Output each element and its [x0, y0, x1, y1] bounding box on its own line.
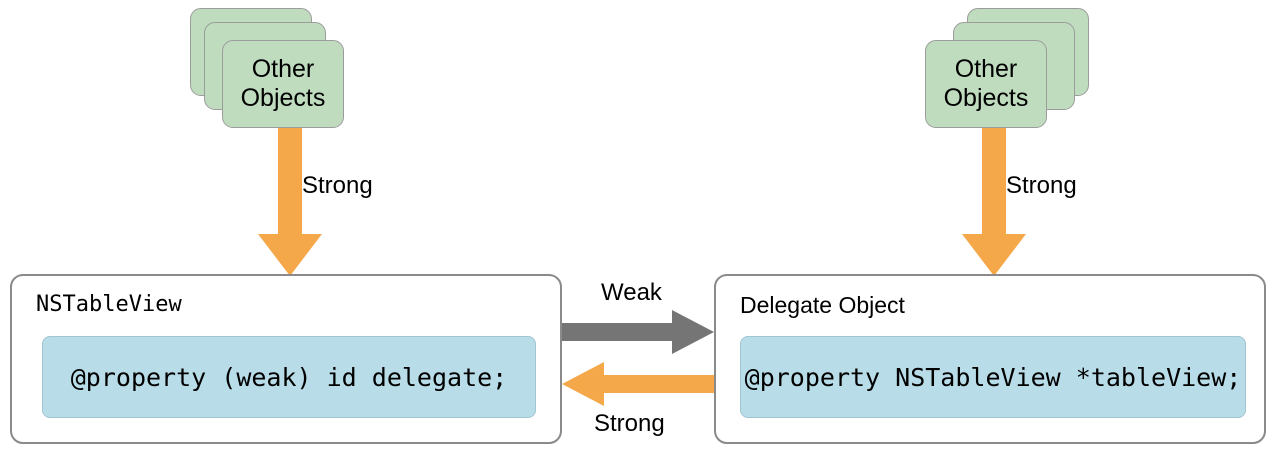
box-nstableview-title: NSTableView	[36, 292, 182, 317]
code-block-nstableview: @property (weak) id delegate;	[42, 336, 536, 418]
code-block-delegate-object: @property NSTableView *tableView;	[740, 336, 1246, 418]
arrow-strong-left	[562, 362, 714, 406]
arrow-label-strong-left: Strong	[594, 410, 665, 437]
box-delegate-object[interactable]: Delegate Object @property NSTableView *t…	[714, 274, 1266, 444]
stack-card-front: Other Objects	[925, 40, 1047, 128]
code-text-nstableview: @property (weak) id delegate;	[70, 362, 508, 392]
stack-card-front: Other Objects	[222, 40, 344, 128]
arrow-label-strong-left-down: Strong	[302, 172, 373, 199]
box-delegate-object-title: Delegate Object	[740, 292, 905, 318]
object-stack-left-label: Other Objects	[240, 55, 326, 112]
arrow-label-strong-right-down: Strong	[1006, 172, 1077, 199]
object-stack-right-label: Other Objects	[943, 55, 1029, 112]
arrow-weak-right	[562, 310, 714, 354]
arrow-label-weak: Weak	[601, 279, 662, 306]
object-stack-left: Other Objects	[190, 8, 354, 138]
arrow-strong-right-down	[962, 128, 1026, 276]
arrow-strong-left-down	[258, 128, 322, 276]
code-text-delegate-object: @property NSTableView *tableView;	[744, 362, 1242, 392]
box-nstableview[interactable]: NSTableView @property (weak) id delegate…	[10, 274, 562, 444]
object-stack-right: Other Objects	[925, 8, 1089, 138]
